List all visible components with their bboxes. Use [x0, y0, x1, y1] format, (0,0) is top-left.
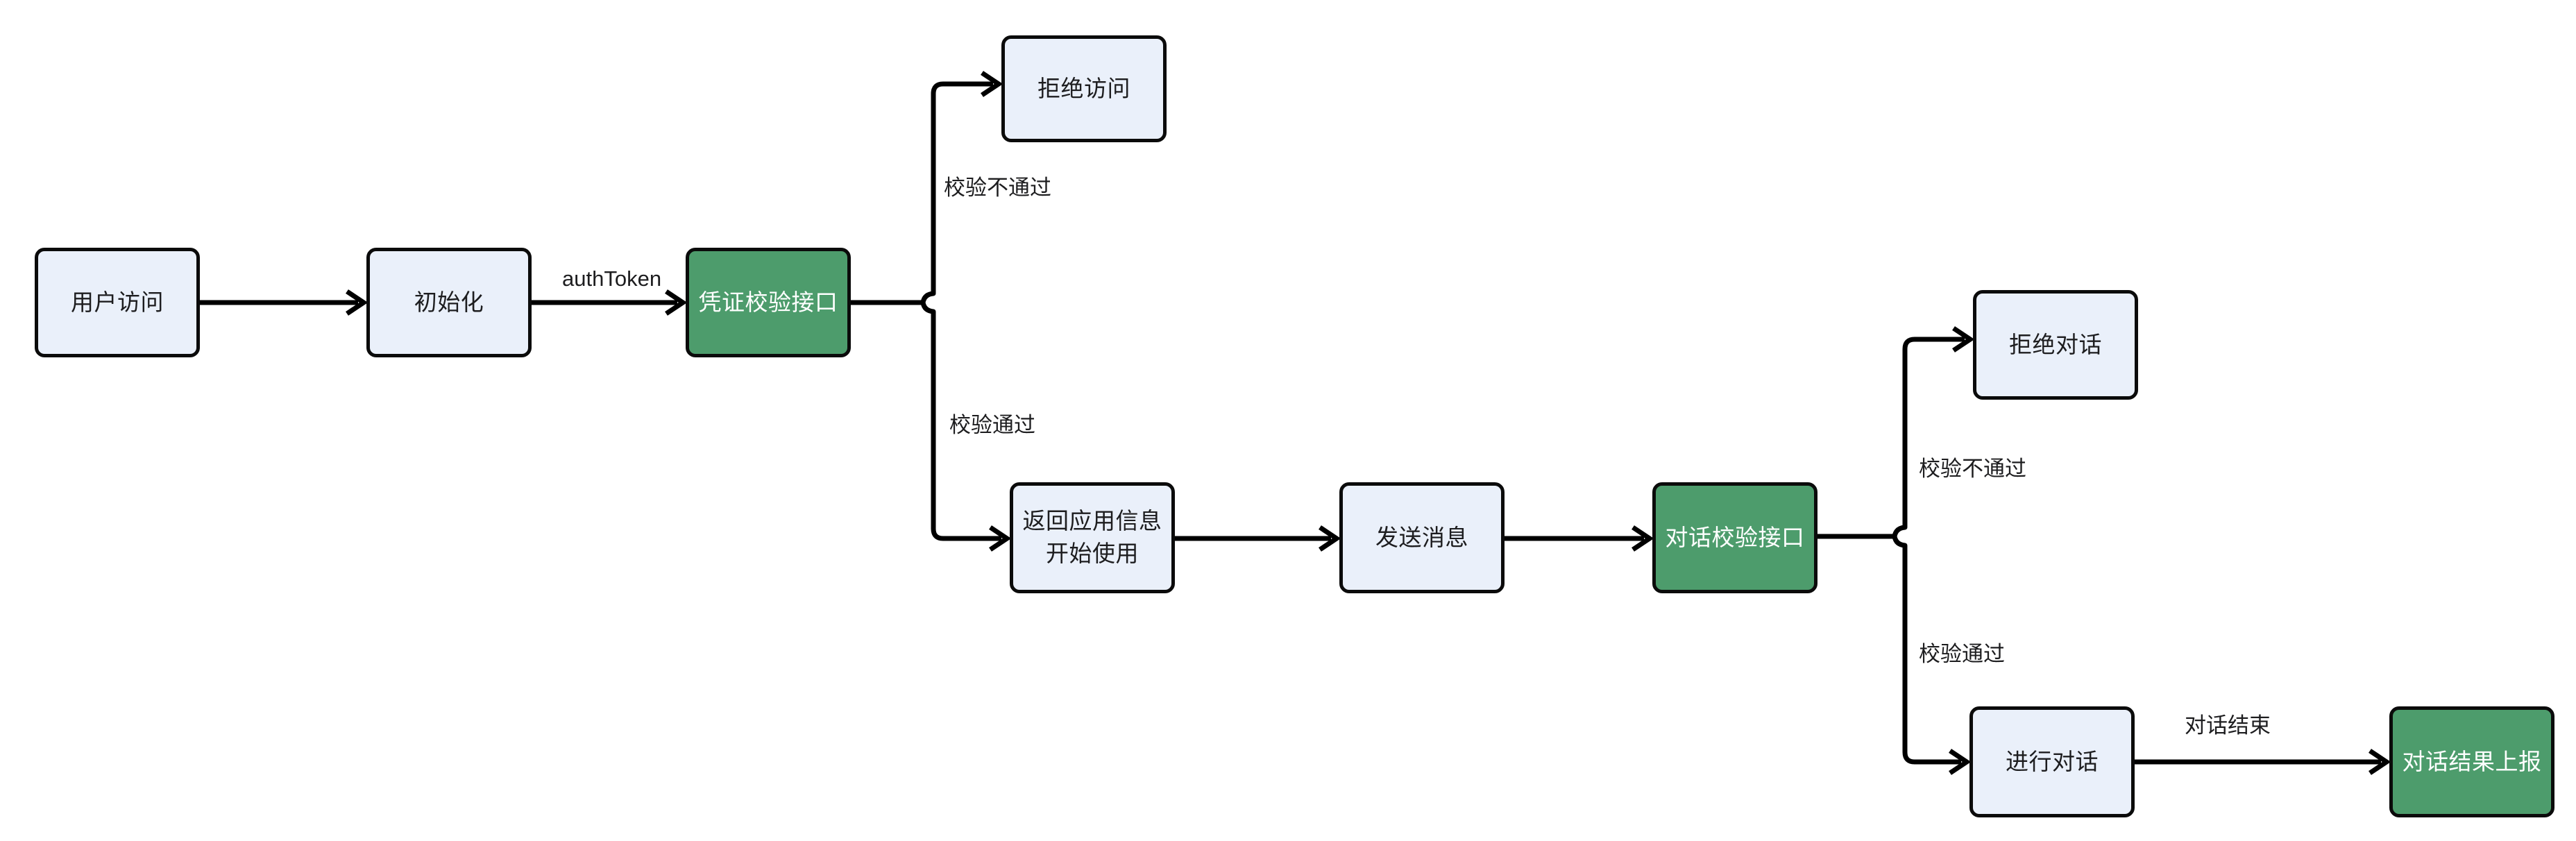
edge-label-credential-verify-failed: 校验不通过 — [944, 176, 1051, 200]
node-do-chat[interactable]: 进行对话 — [1969, 706, 2135, 817]
node-return-app-info[interactable]: 返回应用信息 开始使用 — [1010, 482, 1175, 593]
node-user-access[interactable]: 用户访问 — [35, 248, 200, 357]
edge-credential-verify-to-deny-access — [920, 71, 1003, 303]
edge-user-access-to-init — [200, 289, 368, 316]
edge-label-credential-verify-passed: 校验通过 — [949, 413, 1035, 437]
edge-do-chat-to-report-result — [2135, 749, 2391, 775]
edge-chat-verify-to-do-chat — [1892, 536, 1972, 775]
edge-chat-verify-to-deny-chat — [1892, 326, 1975, 537]
node-deny-access[interactable]: 拒绝访问 — [1001, 35, 1167, 142]
edge-label-chat-verify-passed: 校验通过 — [1919, 642, 2005, 666]
edge-return-app-info-to-send-message — [1175, 525, 1341, 552]
edge-label-auth-token: authToken — [562, 266, 662, 291]
node-deny-chat[interactable]: 拒绝对话 — [1973, 290, 2138, 400]
edge-send-message-to-chat-verify — [1505, 525, 1654, 552]
node-report-chat-result[interactable]: 对话结果上报 — [2389, 706, 2554, 817]
edge-credential-verify-to-return-app-info — [920, 302, 1012, 552]
node-credential-verify-api[interactable]: 凭证校验接口 — [686, 248, 851, 357]
edge-init-to-credential-verify — [532, 289, 688, 316]
edge-label-chat-ended: 对话结束 — [2185, 713, 2271, 738]
node-chat-verify-api[interactable]: 对话校验接口 — [1652, 482, 1817, 593]
node-initialize[interactable]: 初始化 — [366, 248, 532, 357]
edge-label-chat-verify-failed: 校验不通过 — [1919, 457, 2026, 481]
node-send-message[interactable]: 发送消息 — [1339, 482, 1505, 593]
